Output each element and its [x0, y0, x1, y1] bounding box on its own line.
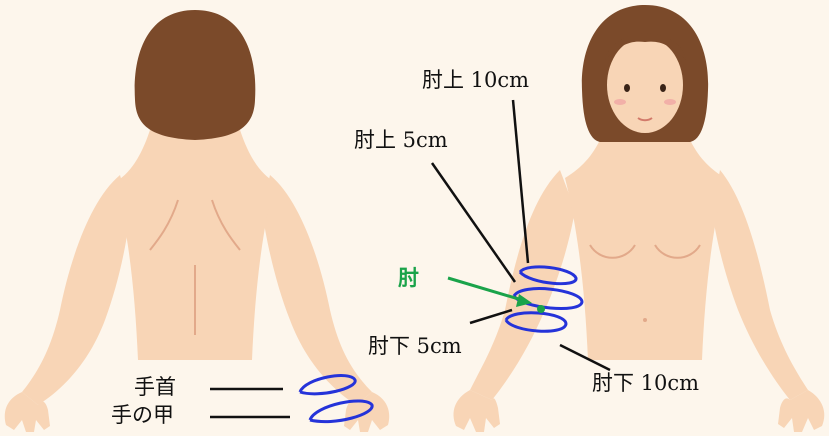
- elbow-point-marker: [537, 305, 545, 313]
- label-above-elbow-5cm: 肘上 5cm: [354, 130, 448, 151]
- label-below-elbow-5cm: 肘下 5cm: [368, 336, 462, 357]
- back-view-figure: [5, 10, 389, 432]
- label-back-of-hand: 手の甲: [111, 405, 174, 426]
- callout-above-5: [432, 163, 515, 282]
- label-wrist: 手首: [134, 377, 176, 398]
- label-below-elbow-10cm: 肘下 10cm: [592, 373, 699, 394]
- label-above-elbow-10cm: 肘上 10cm: [422, 70, 529, 91]
- callout-above-10: [513, 100, 528, 263]
- label-elbow: 肘: [398, 267, 419, 288]
